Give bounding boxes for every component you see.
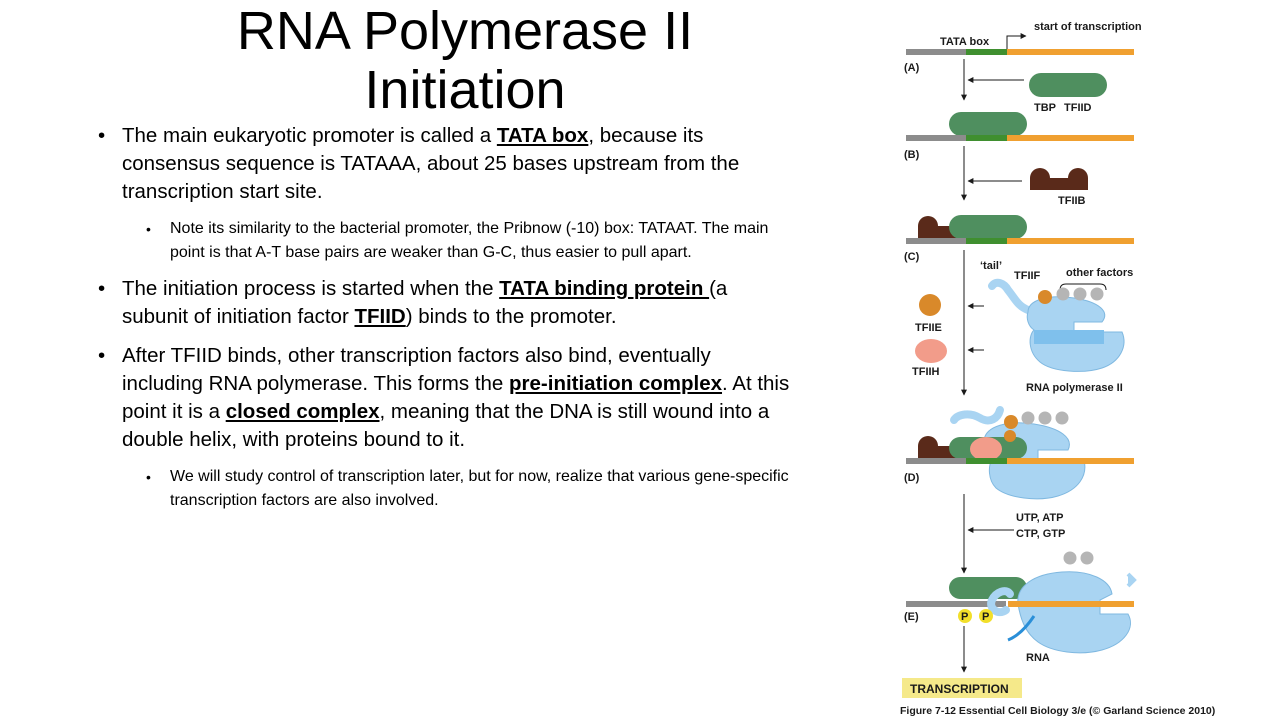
ntps-label-1: UTP, ATP — [1016, 512, 1063, 524]
bullet-text: , meaning that the DNA is still wound in… — [122, 400, 770, 451]
phosphate-2 — [979, 609, 993, 623]
panel-c-label: (C) — [904, 251, 920, 263]
figure-caption: Figure 7-12 Essential Cell Biology 3/e (… — [900, 705, 1215, 717]
underlined-term: TATA box — [496, 124, 589, 147]
tfiif-protein — [1038, 290, 1052, 304]
bullet-text: , because its consensus sequence is TATA… — [122, 124, 740, 203]
bullet-item: After TFIID binds, other transcription f… — [96, 342, 796, 454]
underlined-term: TATA binding protein — [499, 277, 710, 300]
tfiid-bound — [949, 112, 1027, 136]
tfiif-label: TFIIF — [1014, 270, 1041, 282]
bullet-text: Note its similarity to the bacterial pro… — [170, 220, 769, 261]
phosphate-1 — [958, 609, 972, 623]
bullet-text: After TFIID binds, other transcription f… — [122, 344, 711, 395]
title-line-1: RNA Polymerase II — [236, 1, 694, 61]
panel-d-label: (D) — [904, 472, 920, 484]
tfiih-label: TFIIH — [912, 366, 940, 378]
panel-b: (B) TFIIB — [904, 112, 1134, 207]
tfiie-protein — [919, 294, 941, 316]
tbp-label: TBP — [1034, 102, 1056, 114]
dna-downstream — [1007, 49, 1134, 55]
ntps-label-2: CTP, GTP — [1016, 528, 1065, 540]
underlined-term: closed complex — [225, 400, 380, 423]
bullet-item: The initiation process is started when t… — [96, 275, 796, 331]
tfiib-protein — [1030, 168, 1088, 190]
sub-bullet-item: Note its similarity to the bacterial pro… — [146, 217, 796, 265]
panel-d: (D) UTP, ATP CTP, GTP — [904, 406, 1134, 574]
other-factor — [1056, 287, 1070, 301]
panel-a-label: (A) — [904, 62, 920, 74]
underlined-term: pre-initiation complex — [509, 372, 723, 395]
tfiib-label: TFIIB — [1058, 195, 1086, 207]
bullet-text: (a subunit of initiation factor — [122, 277, 728, 328]
bullet-item: The main eukaryotic promoter is called a… — [96, 122, 796, 206]
direction-arrow-icon — [1126, 572, 1137, 588]
rna-polymerase-label: RNA polymerase II — [1026, 382, 1123, 394]
underlined-term: TFIID — [354, 305, 406, 328]
tata-box-label: TATA box — [940, 36, 990, 48]
rna-strand — [1007, 615, 1036, 642]
other-factor — [1090, 287, 1104, 301]
bullet-list: The main eukaryotic promoter is called a… — [96, 122, 796, 523]
rna-polymerase-ii — [988, 278, 1125, 372]
panel-b-label: (B) — [904, 149, 920, 161]
panel-e: P P (E) RNA — [904, 551, 1137, 673]
other-factor — [1073, 287, 1087, 301]
start-arrow-icon — [1006, 33, 1027, 52]
bullet-text: The initiation process is started when t… — [122, 277, 500, 300]
panel-c: (C) ‘tail’ TFIIF other factors TFIIE TFI… — [904, 215, 1134, 396]
tfiid-label: TFIID — [1064, 102, 1092, 114]
dna-upstream — [906, 49, 966, 55]
other-factors-label: other factors — [1066, 267, 1133, 279]
bullet-text: . At this point it is a — [122, 372, 790, 423]
bullet-text: We will study control of transcription l… — [170, 468, 789, 509]
start-of-transcription-label: start of transcription — [1034, 21, 1142, 33]
tfiie-label: TFIIE — [915, 322, 942, 334]
tfiih-protein — [915, 339, 947, 363]
tail-label: ‘tail’ — [980, 260, 1002, 272]
title-line-2: Initiation — [364, 60, 566, 120]
panel-a: TATA box start of transcription (A) TBP … — [904, 21, 1142, 114]
tfiid-protein — [1029, 73, 1107, 97]
phosphate-label-1: P — [961, 611, 968, 623]
transcription-label: TRANSCRIPTION — [910, 682, 1009, 696]
panel-e-label: (E) — [904, 611, 919, 623]
transcription-badge — [902, 678, 1022, 698]
phosphate-label-2: P — [982, 611, 989, 623]
tata-box-dna — [966, 49, 1007, 55]
ctd-tail — [988, 278, 1032, 314]
slide-title: RNA Polymerase II Initiation — [150, 2, 780, 120]
bullet-text: The main eukaryotic promoter is called a — [122, 124, 497, 147]
rna-label: RNA — [1026, 652, 1050, 664]
bullet-text: ) binds to the promoter. — [405, 305, 617, 328]
figure-svg: TATA box start of transcription (A) TBP … — [900, 21, 1215, 717]
sub-bullet-item: We will study control of transcription l… — [146, 465, 796, 513]
transcription-initiation-figure: TATA box start of transcription (A) TBP … — [888, 0, 1280, 720]
